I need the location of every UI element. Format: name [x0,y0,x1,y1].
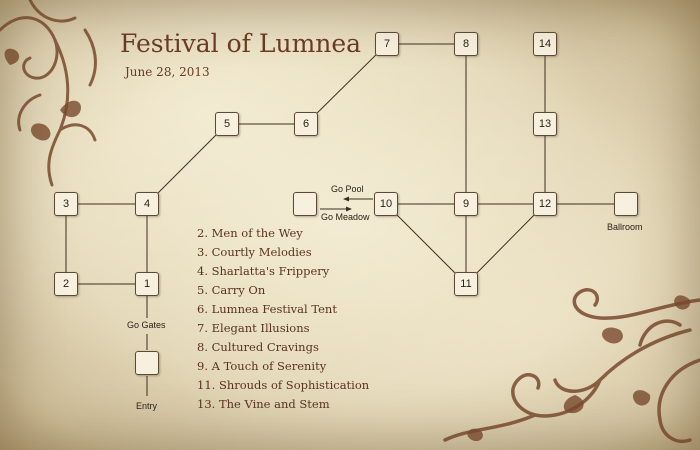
map-node-7[interactable]: 7 [375,32,399,56]
meadow-arrow-head-icon [346,206,352,212]
go-gates-label: Go Gates [127,320,166,330]
legend-item: 8. Cultured Cravings [197,340,319,354]
bottom-right-leaf-ornament [467,295,691,442]
map-node-ballroom[interactable] [614,192,638,216]
map-node-11[interactable]: 11 [454,272,478,296]
legend-item: 5. Carry On [197,283,266,297]
legend-item: 6. Lumnea Festival Tent [197,302,337,316]
map-legend: 2. Men of the Wey 3. Courtly Melodies 4.… [197,224,369,414]
legend-item: 3. Courtly Melodies [197,245,312,259]
map-node-1[interactable]: 1 [135,272,159,296]
map-node-6[interactable]: 6 [294,112,318,136]
entry-label: Entry [136,401,158,411]
legend-item: 11. Shrouds of Sophistication [197,378,370,392]
legend-item: 4. Sharlatta's Frippery [197,264,330,278]
map-date: June 28, 2013 [125,65,210,79]
legend-item: 9. A Touch of Serenity [197,359,327,373]
top-left-flourish-ornament [0,0,97,187]
map-node-12[interactable]: 12 [533,192,557,216]
map-node-4[interactable]: 4 [135,192,159,216]
map-node-3[interactable]: 3 [54,192,78,216]
legend-item: 13. The Vine and Stem [197,397,330,411]
path-10-11 [385,203,467,285]
map-node-13[interactable]: 13 [533,112,557,136]
path-6-7 [305,43,388,125]
bottom-right-flourish-ornament [443,288,700,443]
map-node-2[interactable]: 2 [54,272,78,296]
map-node-9[interactable]: 9 [454,192,478,216]
top-left-leaf-ornament [4,48,81,141]
go-pool-label: Go Pool [331,184,364,194]
map-node-8[interactable]: 8 [454,32,478,56]
path-4-5 [146,123,228,205]
map-node-5[interactable]: 5 [215,112,239,136]
go-meadow-label: Go Meadow [321,212,370,222]
map-node-14[interactable]: 14 [533,32,557,56]
map-title: Festival of Lumnea [120,29,362,58]
pool-arrow-head-icon [343,196,349,202]
legend-item: 2. Men of the Wey [197,226,303,240]
map-node-pool-meadow[interactable] [293,192,317,216]
legend-item: 7. Elegant Illusions [197,321,310,335]
ballroom-label: Ballroom [607,222,643,232]
map-node-10[interactable]: 10 [374,192,398,216]
map-node-entry[interactable] [135,351,159,375]
path-11-12 [465,203,546,285]
